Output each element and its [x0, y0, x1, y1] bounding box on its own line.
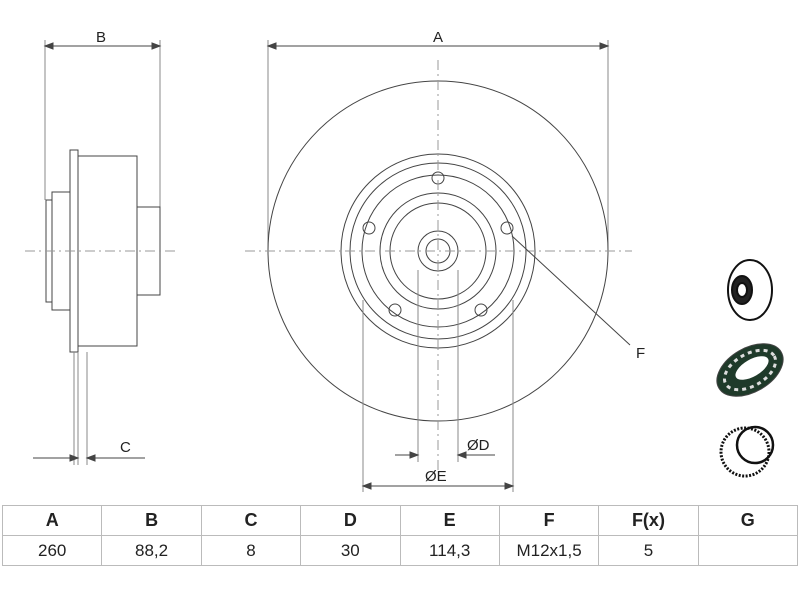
header-cell: F(x): [598, 505, 699, 536]
dim-label-e: ØE: [425, 468, 447, 485]
table-row: 260 88,2 8 30 114,3 M12x1,5 5: [1, 535, 799, 566]
header-cell: G: [697, 505, 799, 536]
brake-disc-icon: [727, 259, 773, 321]
header-cell: A: [1, 505, 103, 536]
header-cell: B: [101, 505, 202, 536]
value-cell: M12x1,5: [498, 535, 600, 566]
value-cell: 30: [300, 535, 401, 566]
value-cell: 8: [200, 535, 302, 566]
dim-label-d: ØD: [467, 437, 490, 454]
table-header-row: A B C D E F F(x) G: [1, 505, 799, 536]
dim-label-f: F: [636, 345, 645, 362]
side-view: [25, 40, 175, 465]
header-cell: F: [498, 505, 600, 536]
value-cell: 114,3: [399, 535, 500, 566]
dim-label-a: A: [433, 29, 443, 46]
abs-ring-icon: [719, 425, 775, 478]
dim-label-c: C: [120, 439, 131, 456]
front-view: [245, 40, 632, 492]
value-cell: 260: [1, 535, 103, 566]
header-cell: C: [200, 505, 302, 536]
dimensions-table: A B C D E F F(x) G 260 88,2 8 30 114,3 M…: [1, 505, 799, 566]
value-cell: [697, 535, 799, 566]
value-cell: 5: [598, 535, 699, 566]
value-cell: 88,2: [101, 535, 202, 566]
dim-label-b: B: [96, 29, 106, 46]
wheel-bearing-icon: [716, 343, 784, 397]
header-cell: E: [399, 505, 500, 536]
header-cell: D: [300, 505, 401, 536]
